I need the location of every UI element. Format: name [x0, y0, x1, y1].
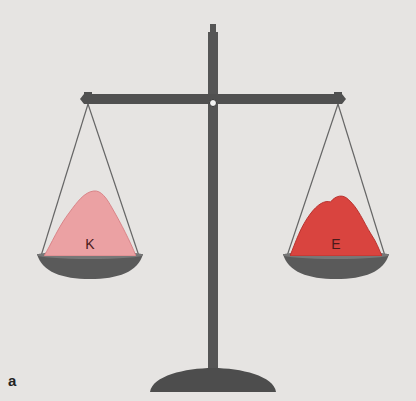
- scale-post: [208, 32, 218, 372]
- beam-hook: [84, 92, 92, 96]
- pile-outline: [44, 191, 136, 256]
- pivot: [210, 100, 217, 107]
- powder-pile: E: [290, 192, 382, 256]
- pile-letter: K: [44, 236, 136, 252]
- pile-letter: E: [290, 236, 382, 252]
- beam-hook: [334, 92, 342, 96]
- pan-strings: [41, 104, 385, 256]
- panel-letter: a: [8, 372, 16, 389]
- post-tip: [210, 24, 216, 34]
- pile-outline: [290, 196, 382, 256]
- powder-pile: K: [44, 188, 136, 256]
- scale-base: [150, 368, 276, 392]
